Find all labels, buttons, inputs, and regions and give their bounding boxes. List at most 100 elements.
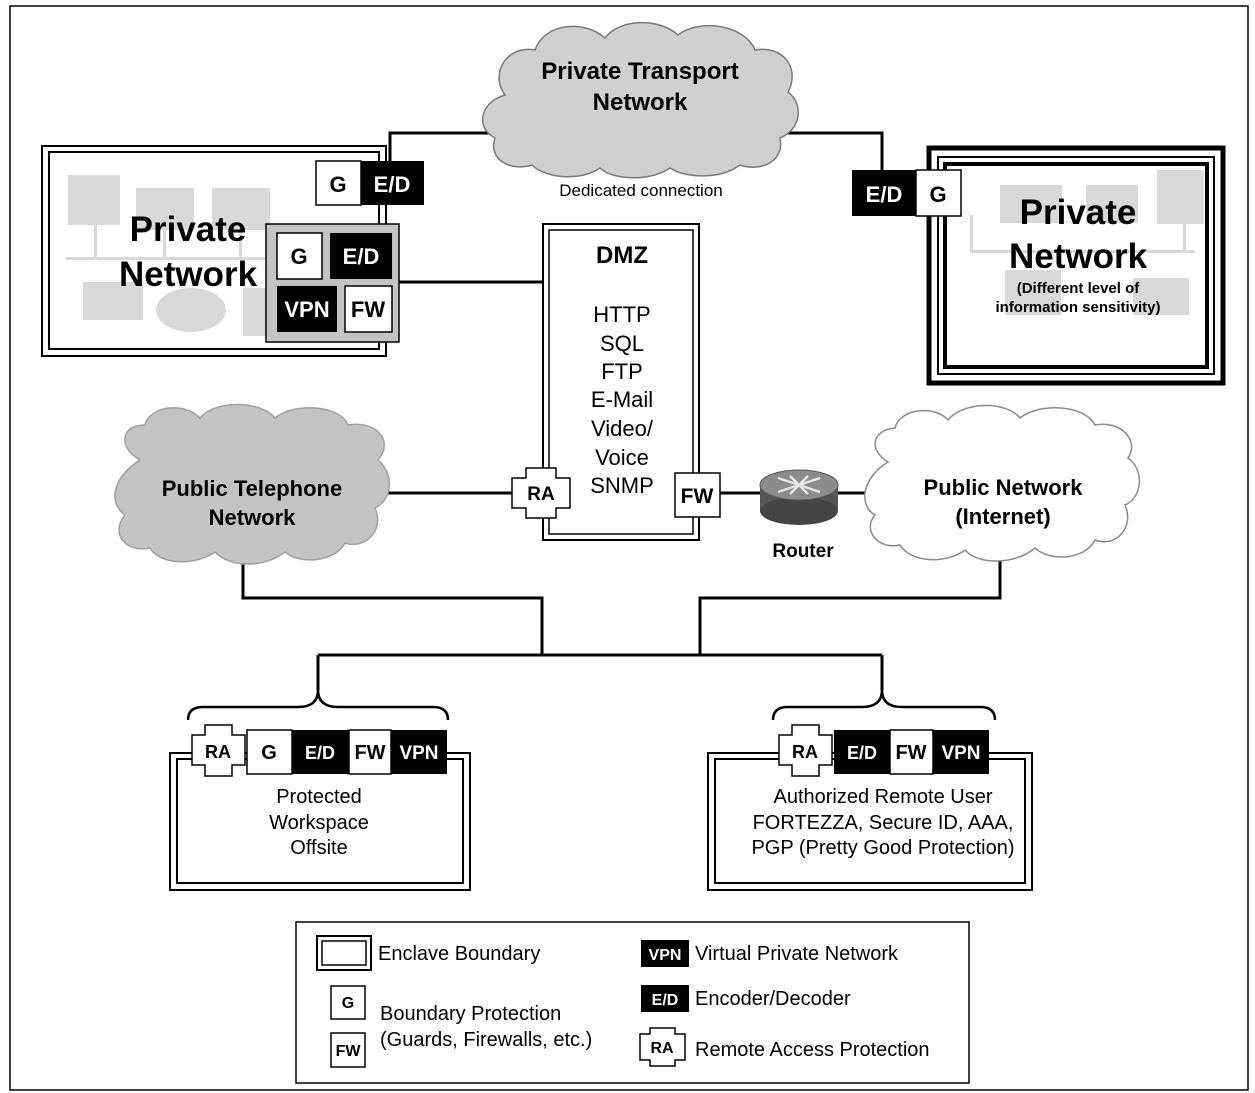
dmz-firewall: FW (674, 472, 721, 518)
remote-access-label: RA (205, 742, 231, 762)
right-transport-boundary: E/D G (852, 169, 962, 217)
encoder-decoder-badge (852, 170, 916, 216)
router-arrows-icon (777, 475, 821, 495)
remote-user-line2: FORTEZZA, Secure ID, AAA, (753, 812, 1014, 834)
telephone-cloud-line2: Network (209, 505, 297, 530)
left-network-illustration (66, 175, 283, 336)
legend-enclave-label: Enclave Boundary (378, 943, 540, 965)
authorized-remote-user: RA E/D FW VPN Authorized Remote User FOR… (707, 724, 1033, 891)
telephone-cloud-line1: Public Telephone (162, 476, 343, 501)
transport-cloud-line1: Private Transport (541, 58, 738, 85)
vpn-label: VPN (941, 743, 980, 764)
legend: Enclave Boundary G FW Boundary Protectio… (295, 921, 970, 1084)
right-private-note2: information sensitivity) (995, 299, 1160, 316)
dmz-service: HTTP (593, 302, 650, 327)
right-private-line2: Network (1009, 237, 1148, 276)
legend-firewall-letters: FW (336, 1043, 362, 1060)
remote-access-badge (511, 467, 571, 519)
router-base (760, 497, 838, 525)
firewall-badge (344, 285, 393, 333)
guard-label: G (290, 244, 307, 269)
guard-badge (276, 232, 323, 280)
encoder-decoder-badge (292, 730, 349, 774)
firewall-badge (348, 729, 392, 775)
legend-ed-label: Encoder/Decoder (695, 988, 851, 1010)
legend-ra-label: Remote Access Protection (695, 1039, 930, 1061)
dmz-service: SQL (600, 331, 644, 356)
router-label: Router (772, 541, 834, 562)
dmz-service: FTP (601, 359, 643, 384)
remote-access-badge (191, 724, 246, 777)
right-enclave-inner (943, 162, 1209, 369)
encoder-decoder-badge (834, 730, 890, 774)
dmz-service: Voice (595, 445, 649, 470)
legend-guard-letter: G (342, 995, 354, 1012)
legend-firewall-icon (330, 1032, 366, 1068)
legend-enclave-inner-icon (321, 940, 367, 966)
public-cloud-line1: Public Network (924, 475, 1084, 500)
right-private-note1: (Different level of (1017, 280, 1141, 297)
legend-boundary-sub-label: (Guards, Firewalls, etc.) (380, 1029, 592, 1051)
dmz-service: SNMP (590, 473, 654, 498)
right-private-line1: Private (1020, 193, 1137, 232)
right-enclave-outer (926, 145, 1226, 386)
legend-vpn-letters: VPN (649, 947, 682, 964)
legend-ed-letters: E/D (652, 992, 679, 1009)
right-network-illustration (970, 170, 1204, 315)
encoder-decoder-label: E/D (866, 182, 903, 207)
protected-workspace: RA G E/D FW VPN Protected Workspace Offs… (169, 724, 471, 891)
remote-user-line3: PGP (Pretty Good Protection) (751, 837, 1014, 859)
legend-box (295, 921, 970, 1084)
transport-cloud-line2: Network (593, 89, 688, 116)
remote-access-badge (778, 724, 833, 777)
vpn-badge (933, 730, 989, 774)
vpn-badge (391, 730, 447, 774)
guard-label: G (329, 172, 346, 197)
vpn-label: VPN (399, 743, 438, 764)
right-private-network: Private Network (Different level of info… (926, 145, 1226, 386)
firewall-label: FW (681, 485, 714, 508)
legend-remote-access-letters: RA (650, 1040, 674, 1057)
left-brace (186, 689, 450, 721)
right-brace (771, 689, 997, 721)
dmz-service: Video/ (591, 416, 654, 441)
dmz-remote-access: RA (511, 467, 571, 519)
encoder-decoder-label: E/D (305, 743, 335, 763)
encoder-decoder-label: E/D (343, 244, 380, 269)
firewall-label: FW (351, 297, 385, 322)
left-dmz-boundary: G E/D VPN FW (265, 223, 400, 343)
left-private-line2: Network (119, 255, 258, 294)
encoder-decoder-label: E/D (374, 172, 411, 197)
encoder-decoder-badge (330, 233, 392, 279)
guard-badge (315, 160, 362, 206)
public-network-cloud: Public Network (Internet) (864, 404, 1141, 562)
workspace-line1: Protected (276, 786, 362, 808)
public-cloud-line2: (Internet) (955, 504, 1050, 529)
remote-user-line1: Authorized Remote User (774, 786, 993, 808)
dmz-service: E-Mail (591, 387, 653, 412)
workspace-line3: Offsite (290, 837, 347, 859)
vpn-badge (277, 286, 337, 332)
workspace-line2: Workspace (269, 812, 369, 834)
encoder-decoder-label: E/D (847, 743, 877, 763)
firewall-label: FW (354, 742, 385, 764)
remote-access-label: RA (527, 484, 555, 505)
diagram-frame (9, 5, 1249, 1091)
remote-user-enclave-outer (707, 752, 1033, 891)
guard-label: G (929, 182, 946, 207)
remote-access-label: RA (792, 742, 818, 762)
legend-guard-icon (330, 985, 366, 1020)
firewall-badge (674, 472, 721, 518)
legend-remote-access-icon (639, 1027, 686, 1067)
dmz-title: DMZ (596, 242, 648, 269)
public-telephone-cloud: Public Telephone Network (114, 403, 391, 565)
left-transport-boundary: G E/D (315, 160, 424, 206)
private-transport-cloud: Private Transport Network (481, 21, 799, 179)
guard-label: G (261, 742, 277, 764)
legend-vpn-label: Virtual Private Network (695, 943, 899, 965)
dedicated-connection-label: Dedicated connection (559, 181, 723, 200)
firewall-label: FW (895, 742, 926, 764)
guard-badge (915, 169, 962, 217)
left-private-line1: Private (130, 210, 247, 249)
